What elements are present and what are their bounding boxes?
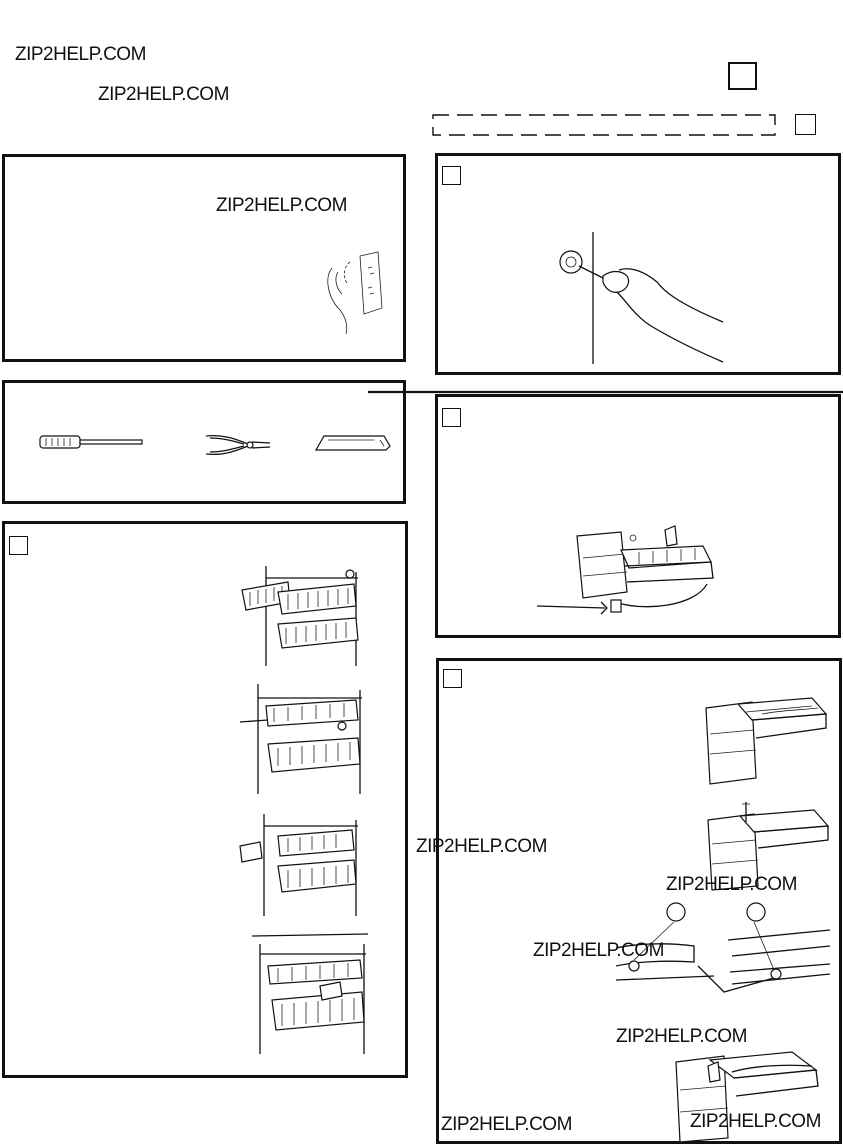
watermark-panel-intro: ZIP2HELP.COM: [216, 195, 347, 216]
icemaker-illustration-3: [675, 1051, 819, 1143]
hand-screwdriver-illustration: [559, 232, 724, 364]
watermark-right-mid: ZIP2HELP.COM: [666, 874, 797, 895]
step-box-right-2: [442, 408, 461, 427]
freezer-illustration-1: [241, 566, 359, 666]
panel-install-icemaker: [436, 658, 842, 1144]
freezer-illustration-2: [239, 684, 362, 794]
freezer-illustration-4: [251, 933, 369, 1054]
panel-unplug: [435, 153, 841, 375]
freezer-illustration-3: [239, 814, 358, 916]
panel-tools: [2, 380, 406, 504]
icemaker-icon: [536, 525, 714, 615]
watermark-top-left-2: ZIP2HELP.COM: [98, 84, 229, 105]
icemaker-illustration-1: [705, 697, 828, 785]
step-box-right-3: [443, 669, 462, 688]
watermark-bottom-right: ZIP2HELP.COM: [690, 1111, 821, 1132]
dashed-title-box: [432, 114, 776, 136]
watermark-top-left: ZIP2HELP.COM: [15, 44, 146, 65]
header-box: [728, 62, 757, 90]
header-small-box: [795, 114, 816, 135]
icemaker-illustration-2: [707, 802, 830, 891]
panel-icemaker-remove: [435, 394, 841, 638]
panel-remove-shelves: [2, 521, 408, 1078]
watermark-bottom-left: ZIP2HELP.COM: [441, 1114, 572, 1135]
panel-intro: [2, 154, 406, 362]
watermark-right-lower: ZIP2HELP.COM: [616, 1026, 747, 1047]
outlet-icon: [327, 251, 383, 335]
connector-line: [368, 390, 843, 394]
utility-knife-icon: [314, 435, 391, 451]
pliers-icon: [205, 434, 271, 456]
screwdriver-icon: [39, 435, 143, 449]
watermark-center: ZIP2HELP.COM: [416, 836, 547, 857]
step-box-left: [9, 536, 28, 555]
detail-circles-illustration: [615, 902, 831, 993]
step-box-right-1: [442, 166, 461, 185]
watermark-right-detail: ZIP2HELP.COM: [533, 940, 664, 961]
